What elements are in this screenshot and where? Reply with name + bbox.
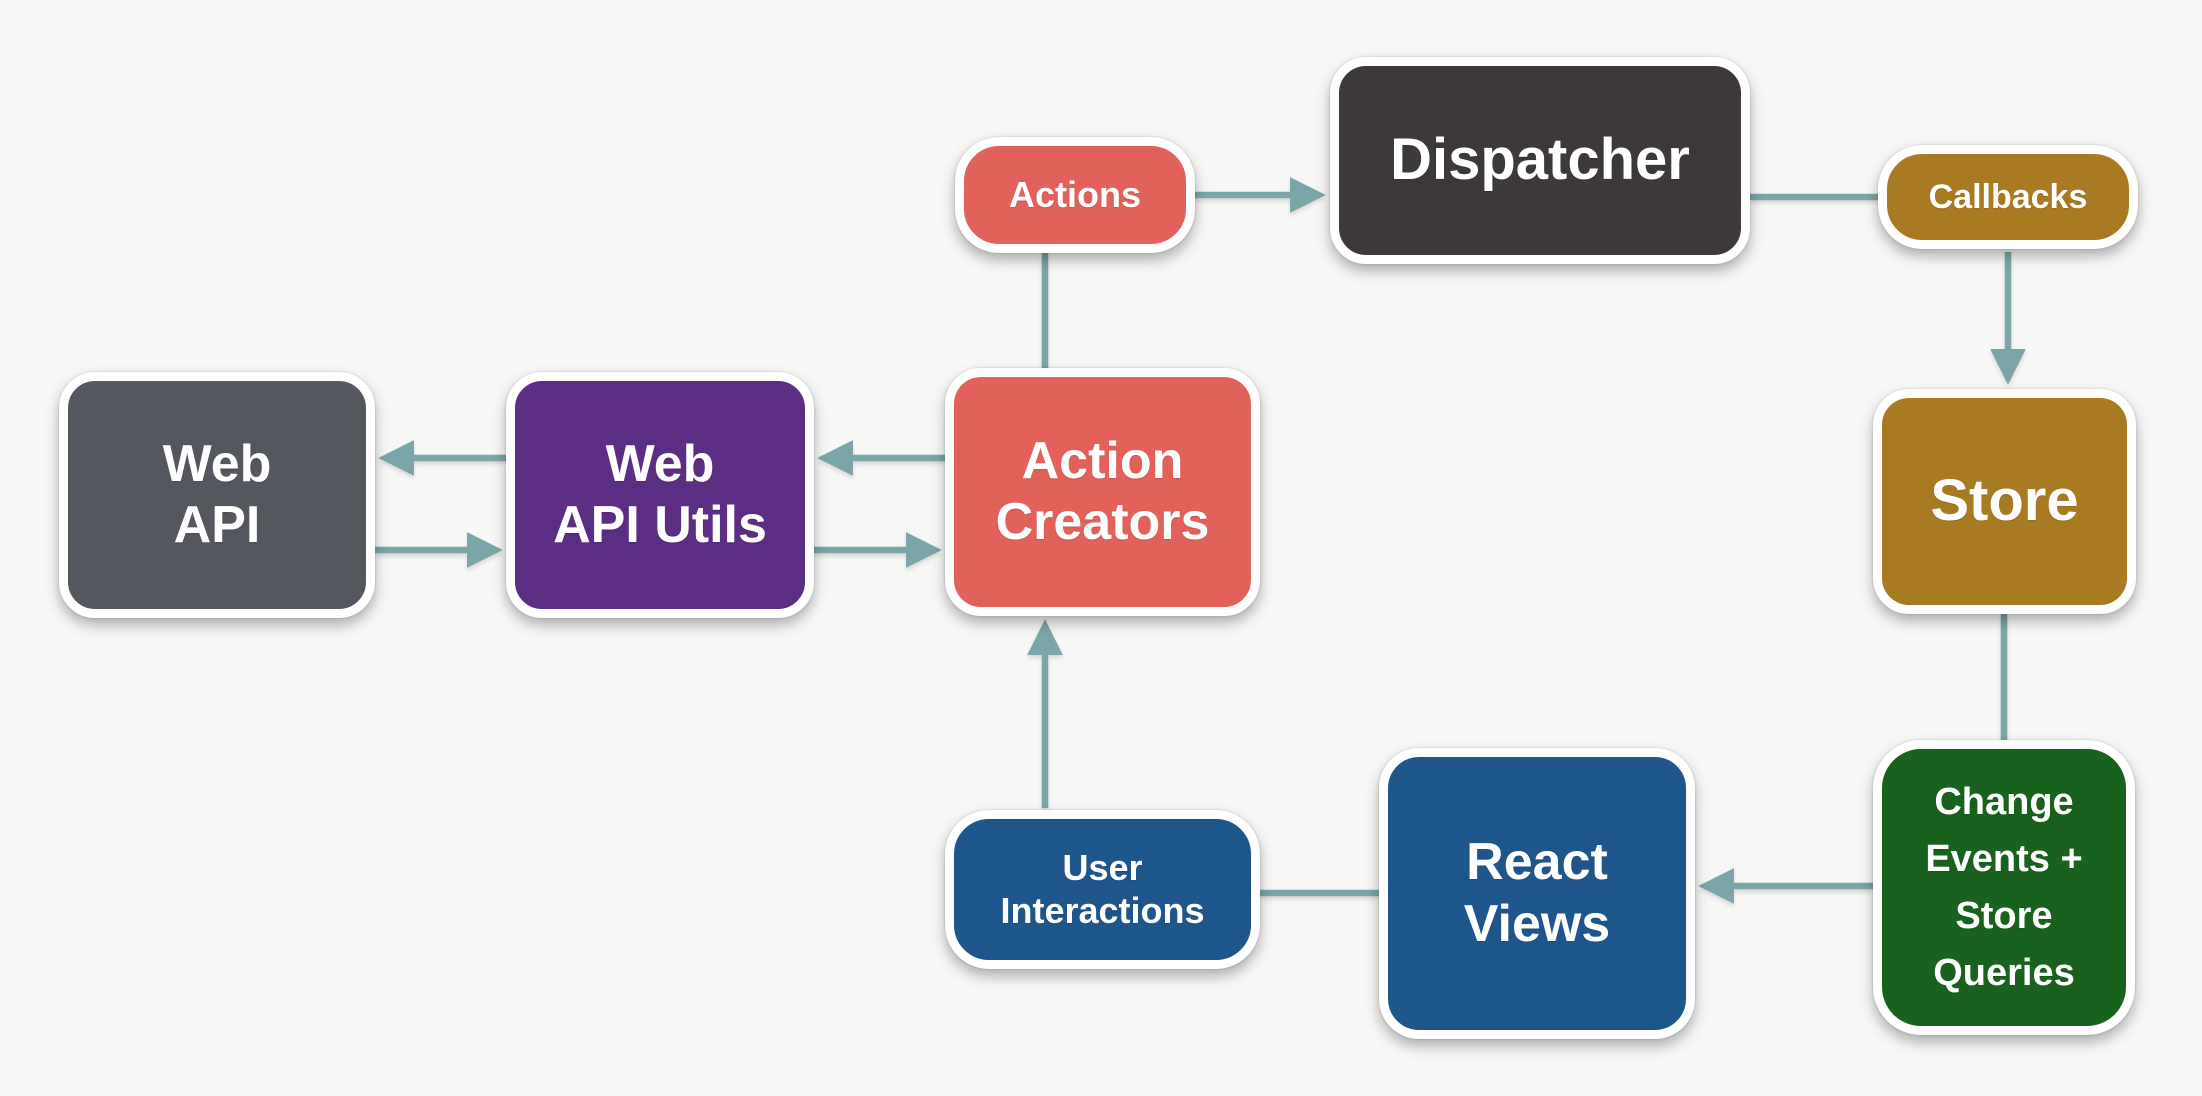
node-dispatcher-label: Dispatcher (1390, 127, 1690, 193)
node-callbacks: Callbacks (1878, 145, 2138, 249)
node-react-views-label: React Views (1463, 833, 1611, 953)
node-dispatcher: Dispatcher (1330, 57, 1750, 264)
node-callbacks-label: Callbacks (1928, 177, 2088, 216)
node-user-interactions-label: User Interactions (1000, 847, 1205, 931)
node-change-events-store-queries-label: Change Events + Store Queries (1925, 780, 2083, 994)
node-web-api-label: Web API (162, 434, 272, 554)
node-action-creators: Action Creators (945, 368, 1260, 616)
node-store: Store (1873, 389, 2136, 614)
node-store-label: Store (1930, 468, 2079, 534)
node-web-api-utils: Web API Utils (506, 372, 814, 618)
node-web-api-utils-label: Web API Utils (553, 434, 767, 554)
node-web-api: Web API (59, 372, 375, 618)
node-change-events-store-queries: Change Events + Store Queries (1873, 740, 2135, 1035)
node-actions-label: Actions (1008, 173, 1141, 215)
node-actions: Actions (955, 137, 1195, 253)
node-user-interactions: User Interactions (945, 810, 1260, 969)
node-action-creators-label: Action Creators (995, 431, 1210, 551)
node-react-views: React Views (1379, 748, 1695, 1039)
